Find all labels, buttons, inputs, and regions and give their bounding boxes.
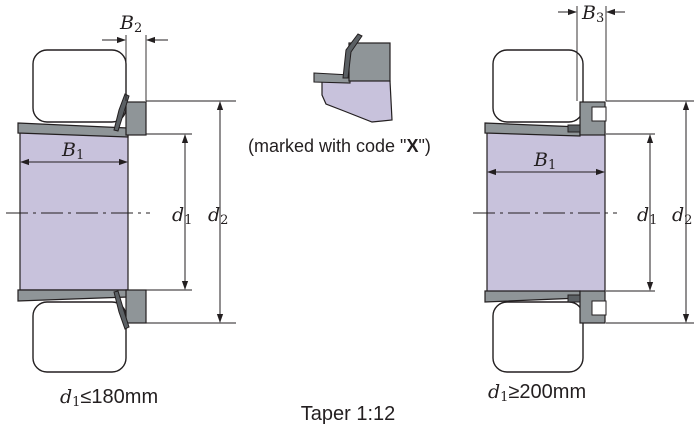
right-caption: d1≥200mm xyxy=(488,381,586,405)
left-d2-label: d2 xyxy=(208,204,228,228)
right-bearing-upper-ring xyxy=(492,49,584,123)
right-bearing-lower-ring xyxy=(492,301,584,373)
right-assembly: B3 B1 d1 d2 d1≥200mm xyxy=(473,2,694,405)
detail-view: (marked with code "X") xyxy=(248,33,431,156)
right-d1-label: d1 xyxy=(637,204,657,228)
left-sleeve-top-band xyxy=(17,122,129,138)
left-bearing-upper-ring xyxy=(32,49,127,123)
detail-nut xyxy=(348,42,391,82)
right-sleeve-bottom-band xyxy=(484,290,581,303)
right-stop-plate-lower xyxy=(567,294,581,303)
left-b1-label: B1 xyxy=(61,139,84,163)
detail-washer-tab xyxy=(342,33,363,79)
left-assembly: B2 B1 d1 d2 d1≤180mm xyxy=(6,12,236,410)
left-sleeve-body xyxy=(19,131,129,291)
left-d1-label: d1 xyxy=(172,204,192,228)
left-sleeve-bottom-band xyxy=(17,289,129,302)
left-nut-lower xyxy=(125,289,147,324)
detail-note: (marked with code "X") xyxy=(248,136,431,156)
left-caption: d1≤180mm xyxy=(60,386,158,410)
detail-taper-band xyxy=(313,72,351,84)
right-sleeve-body xyxy=(486,131,606,293)
right-stop-plate-upper xyxy=(567,124,581,133)
right-d2-label: d2 xyxy=(672,204,692,228)
right-sleeve-top-band xyxy=(484,122,581,137)
left-nut-upper xyxy=(125,101,147,136)
detail-sleeve-section xyxy=(321,78,393,123)
right-b1-label: B1 xyxy=(533,149,556,173)
left-washer-tab-lower xyxy=(113,290,130,330)
right-locking-bolt-lower xyxy=(591,300,607,316)
right-locking-bolt-upper xyxy=(591,106,607,122)
left-b2-label: B2 xyxy=(119,12,142,36)
left-washer-tab-upper xyxy=(113,93,130,132)
left-bearing-lower-ring xyxy=(32,301,127,373)
right-b3-label: B3 xyxy=(581,2,604,26)
taper-label: Taper 1:12 xyxy=(301,403,396,425)
